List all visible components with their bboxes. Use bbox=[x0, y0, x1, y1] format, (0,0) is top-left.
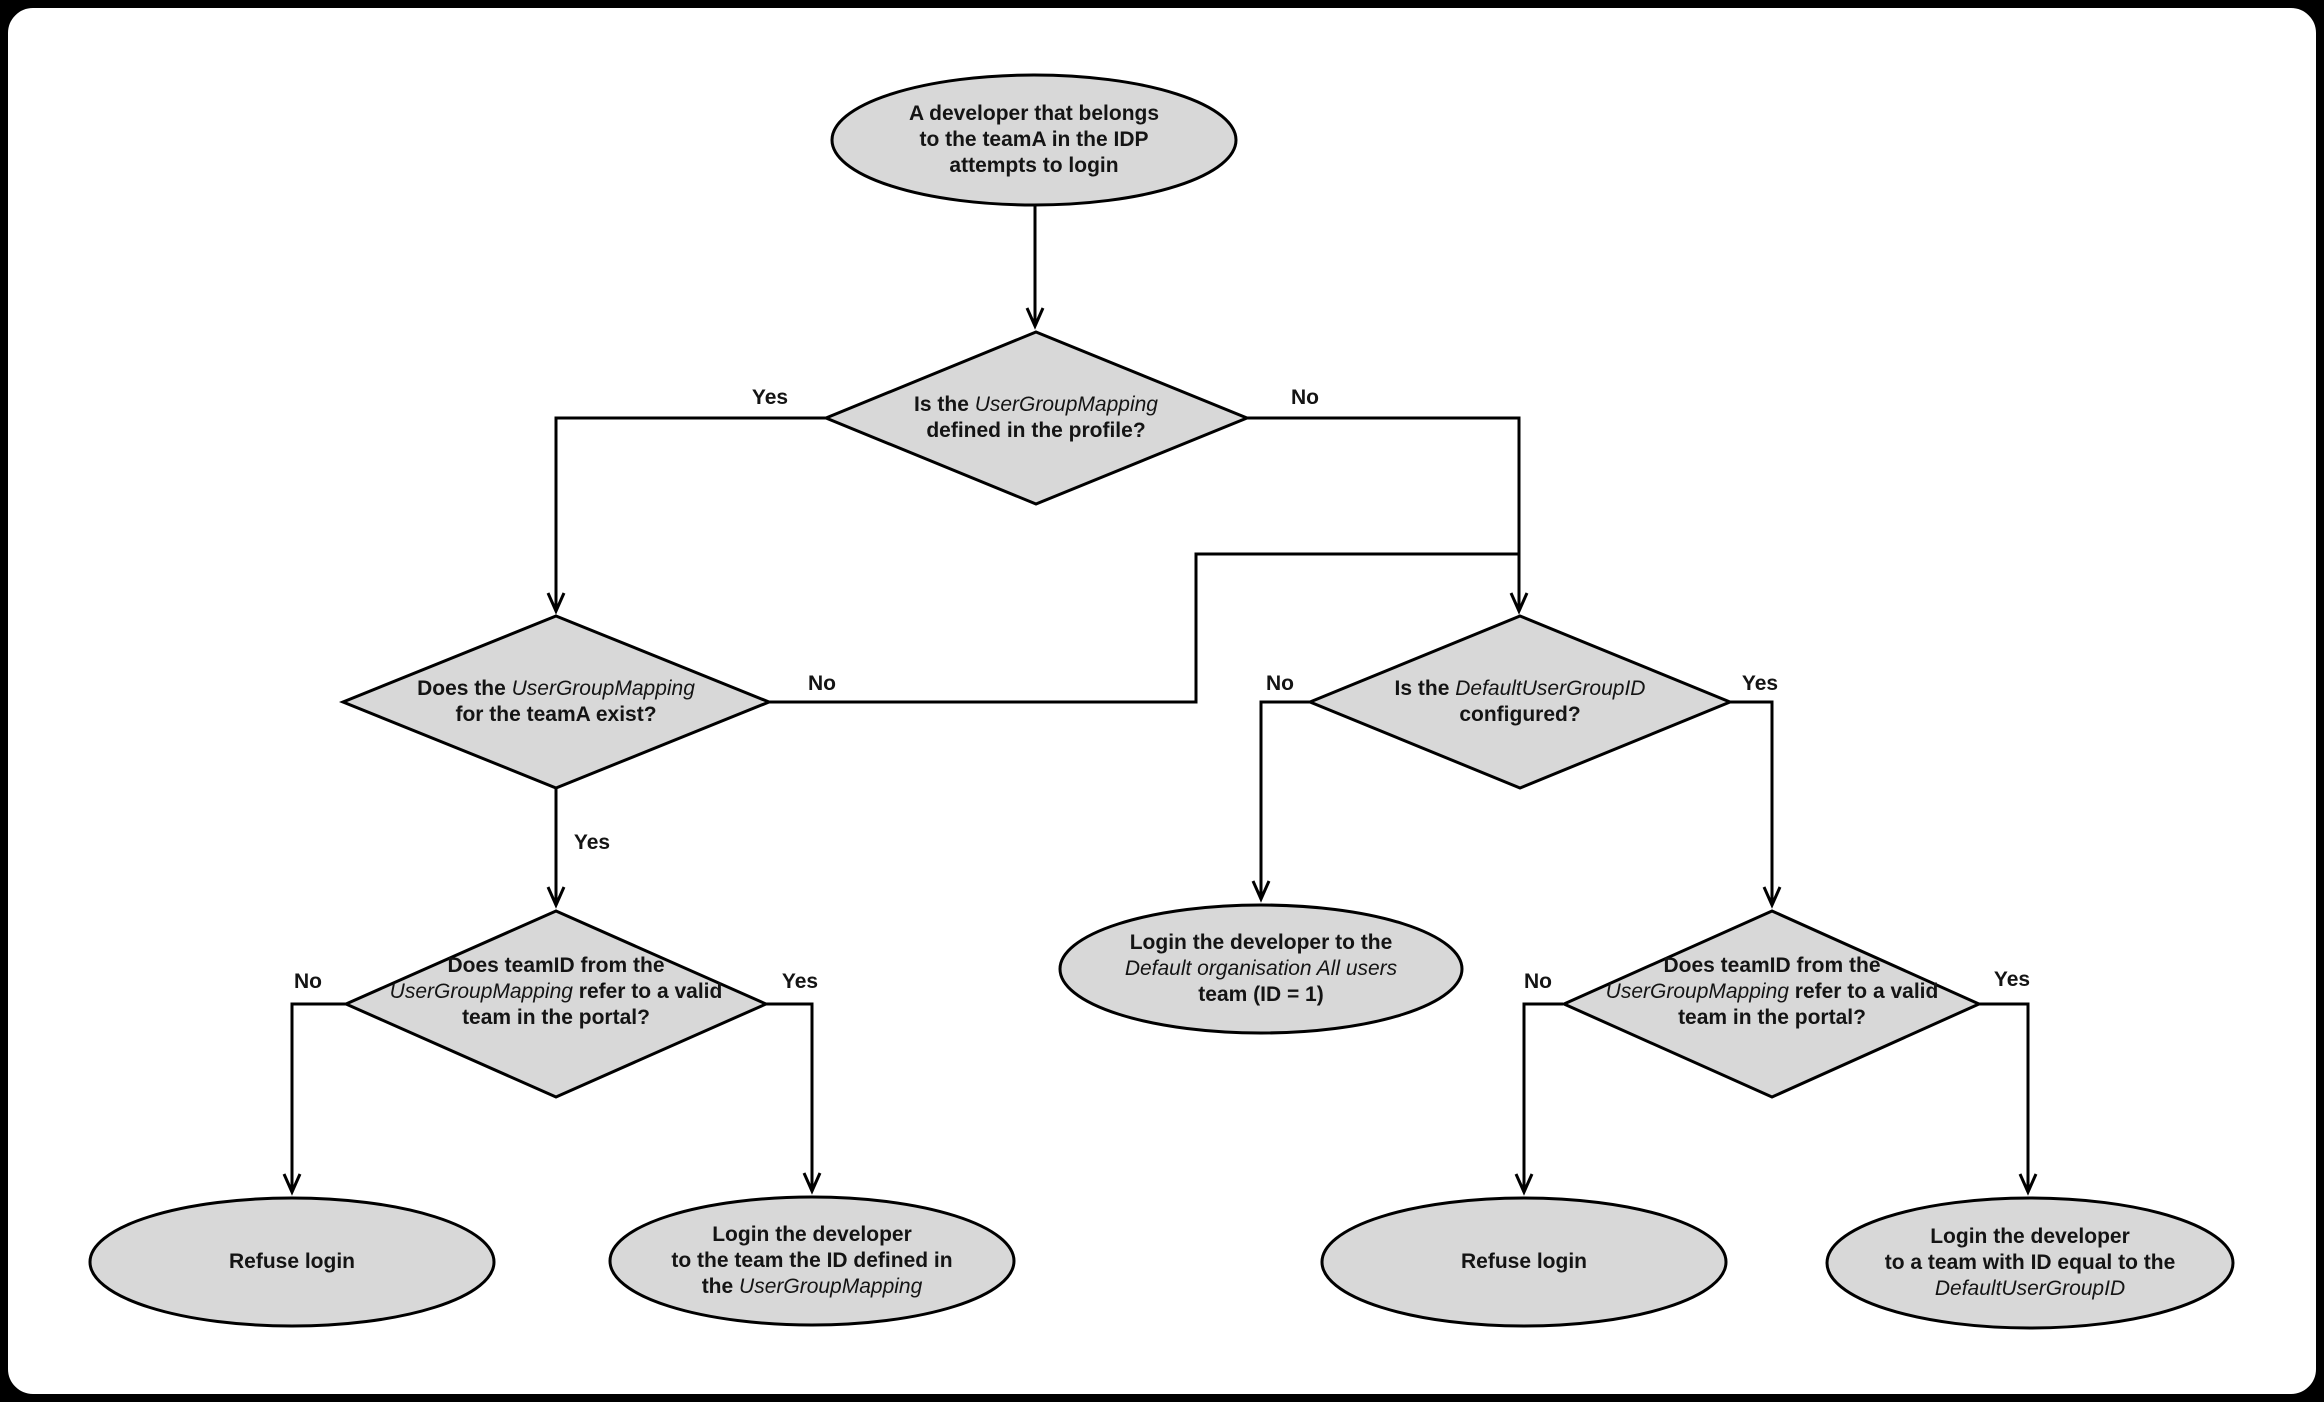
node-e1-shape bbox=[88, 1196, 496, 1328]
edge-d4-yes bbox=[766, 1002, 822, 1195]
edge-d1-no bbox=[1247, 416, 1529, 615]
node-d5-shape bbox=[1560, 909, 1983, 1099]
node-e1-label: Refuse login bbox=[228, 1250, 356, 1273]
edge-d4-no bbox=[282, 1002, 346, 1196]
edge-label-d5-yes: Yes bbox=[1993, 968, 2031, 991]
node-e4-label: Refuse login bbox=[1460, 1250, 1588, 1273]
edge-label-d3-yes: Yes bbox=[1741, 672, 1779, 695]
edge-label-d1-yes: Yes bbox=[751, 386, 789, 409]
edge-label-d2-no: No bbox=[808, 672, 836, 695]
node-start-shape bbox=[830, 73, 1238, 207]
node-d3-shape bbox=[1306, 614, 1734, 790]
node-e4-shape bbox=[1320, 1196, 1728, 1328]
node-e3-shape bbox=[1058, 903, 1464, 1035]
node-d4-shape bbox=[342, 909, 770, 1099]
edge-label-d4-no: No bbox=[294, 970, 322, 993]
edge-label-d5-no: No bbox=[1524, 970, 1552, 993]
edge-label-d3-no: No bbox=[1266, 672, 1294, 695]
edge-d5-yes bbox=[1979, 1002, 2038, 1196]
edge-label-d1-no: No bbox=[1291, 386, 1319, 409]
node-d1-shape bbox=[822, 330, 1251, 506]
edge-d2-no bbox=[769, 552, 1518, 704]
edge-d3-yes bbox=[1730, 700, 1782, 909]
node-d2-shape bbox=[338, 614, 774, 790]
node-e2-shape bbox=[608, 1195, 1016, 1327]
edge-d3-no bbox=[1251, 700, 1310, 903]
edge-d5-no bbox=[1514, 1002, 1563, 1196]
edge-label-d4-yes: Yes bbox=[781, 970, 819, 993]
node-e5-shape bbox=[1825, 1196, 2235, 1330]
edge-d1-yes bbox=[546, 416, 826, 615]
edge-label-d2-yes: Yes bbox=[573, 831, 611, 854]
